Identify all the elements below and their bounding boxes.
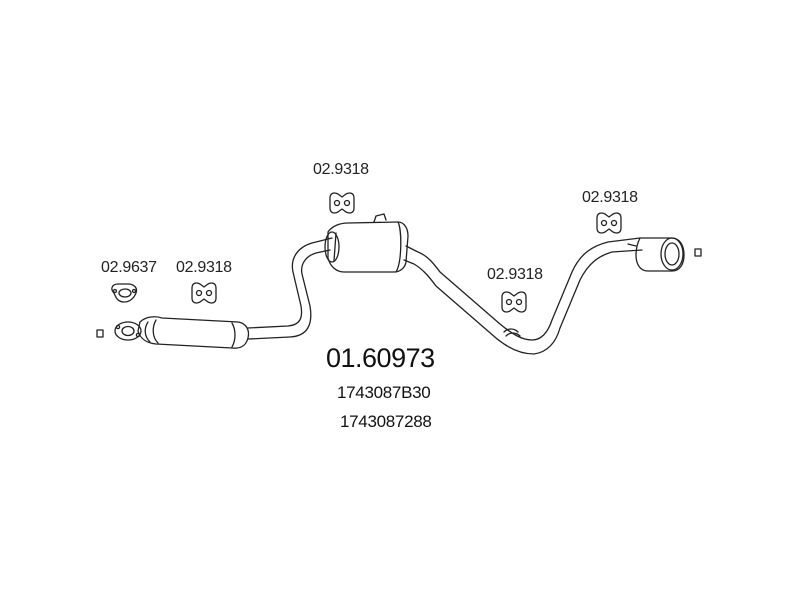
intermediate-pipe: [247, 237, 333, 340]
front-hanger-part: [191, 282, 217, 304]
oe-number-1: 1743087B30: [337, 383, 431, 402]
product-code: 01.60973: [326, 343, 435, 373]
front-flange: [114, 321, 142, 341]
rear-connector-mark: [694, 248, 702, 257]
rear-pipe: [403, 237, 643, 355]
tail-pipe: [627, 237, 685, 272]
gasket-label: 02.9637: [101, 259, 157, 276]
front-gasket-part: [111, 283, 138, 303]
oe-number-2: 1743087288: [340, 412, 432, 431]
rear-pipe-hanger-part: [501, 291, 527, 313]
front-hanger-label: 02.9318: [176, 259, 232, 276]
front-silencer: [137, 316, 250, 349]
front-connector-mark: [96, 329, 104, 338]
middle-hanger-part: [329, 192, 355, 214]
middle-hanger-label: 02.9318: [313, 161, 369, 178]
tail-hanger-part: [596, 212, 622, 234]
rear-pipe-hanger-label: 02.9318: [487, 266, 543, 283]
middle-silencer: [324, 213, 409, 273]
tail-hanger-label: 02.9318: [582, 189, 638, 206]
